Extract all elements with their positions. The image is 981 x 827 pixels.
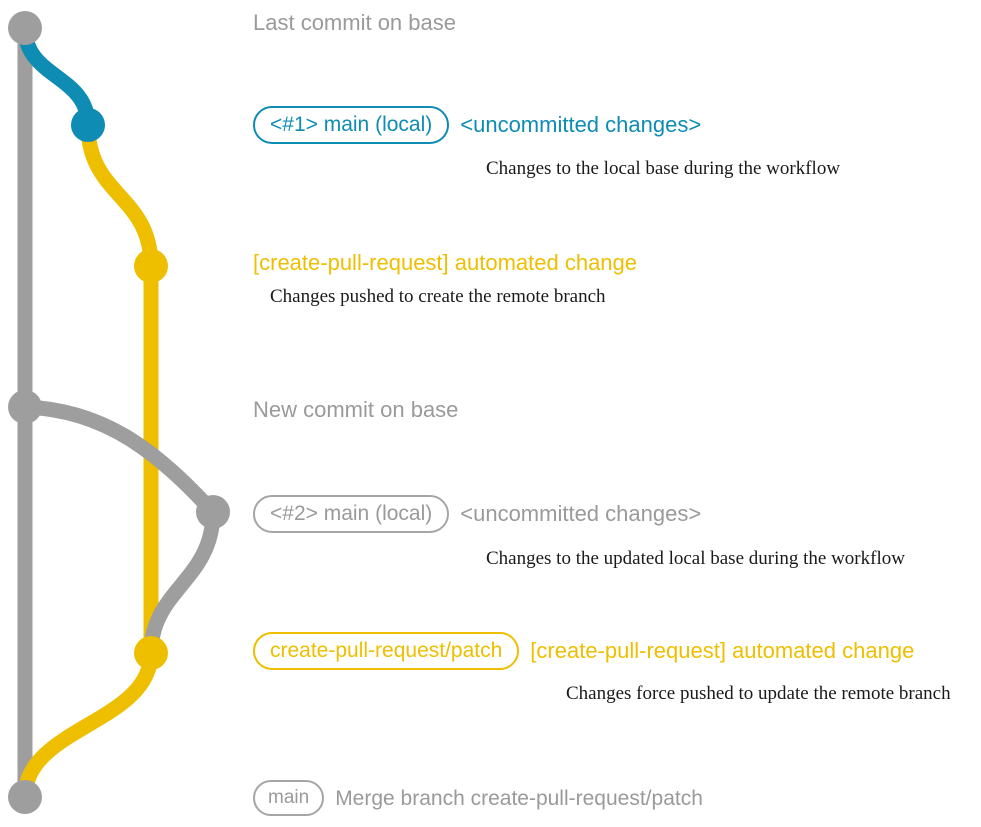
- commit-node-local-1[interactable]: [71, 108, 105, 142]
- branch-badge-main-local-2[interactable]: <#2> main (local): [253, 495, 450, 533]
- commit-message-new-commit: New commit on base: [253, 397, 459, 422]
- entry-automated-change-2: create-pull-request/patch [create-pull-r…: [253, 632, 981, 703]
- edge-local1-to-patch1: [80, 117, 159, 274]
- entry-new-commit: New commit on base: [253, 399, 981, 421]
- entry-head: Last commit on base: [253, 12, 981, 34]
- commit-message-uncommitted-1: <uncommitted changes>: [460, 112, 702, 137]
- branch-badge-main-local-1[interactable]: <#1> main (local): [253, 106, 450, 144]
- entry-commit-1: <#1> main (local) <uncommitted changes> …: [253, 106, 981, 178]
- commit-message-last-commit: Last commit on base: [253, 10, 456, 35]
- entry-head: [create-pull-request] automated change: [253, 252, 981, 274]
- commit-description-3: Changes to the updated local base during…: [486, 548, 905, 569]
- entry-head: create-pull-request/patch [create-pull-r…: [253, 632, 981, 670]
- commit-message-automated-2: [create-pull-request] automated change: [530, 638, 915, 663]
- entry-automated-change-1: [create-pull-request] automated change C…: [253, 252, 981, 307]
- entry-head: <#1> main (local) <uncommitted changes>: [253, 106, 981, 144]
- edge-base-to-local1: [17, 20, 96, 133]
- entry-head: main Merge branch create-pull-request/pa…: [253, 780, 981, 816]
- edge-patch2-to-merge: [17, 645, 159, 805]
- branch-badge-main[interactable]: main: [253, 780, 325, 816]
- edge-local2-to-patch2: [143, 504, 221, 661]
- commit-node-base-last[interactable]: [8, 11, 42, 45]
- commit-description-4: Changes force pushed to update the remot…: [566, 683, 951, 704]
- entry-merge: main Merge branch create-pull-request/pa…: [253, 780, 981, 816]
- commit-node-local-2[interactable]: [196, 495, 230, 529]
- commit-message-uncommitted-2: <uncommitted changes>: [460, 501, 702, 526]
- commit-description-2: Changes pushed to create the remote bran…: [270, 286, 606, 307]
- commit-description-1: Changes to the local base during the wor…: [486, 158, 841, 179]
- branch-badge-create-pull-request-patch[interactable]: create-pull-request/patch: [253, 632, 520, 670]
- commit-node-base-new[interactable]: [8, 390, 42, 424]
- entry-head: New commit on base: [253, 399, 981, 421]
- commit-node-merge[interactable]: [8, 780, 42, 814]
- commit-node-patch-1[interactable]: [134, 249, 168, 283]
- commit-node-patch-2[interactable]: [134, 636, 168, 670]
- entry-head: <#2> main (local) <uncommitted changes>: [253, 495, 981, 533]
- entry-last-commit: Last commit on base: [253, 12, 981, 34]
- entry-commit-2: <#2> main (local) <uncommitted changes> …: [253, 495, 981, 568]
- edge-base2-to-local2: [17, 399, 221, 520]
- commit-message-merge: Merge branch create-pull-request/patch: [335, 786, 703, 810]
- commit-message-automated-1: [create-pull-request] automated change: [253, 250, 638, 275]
